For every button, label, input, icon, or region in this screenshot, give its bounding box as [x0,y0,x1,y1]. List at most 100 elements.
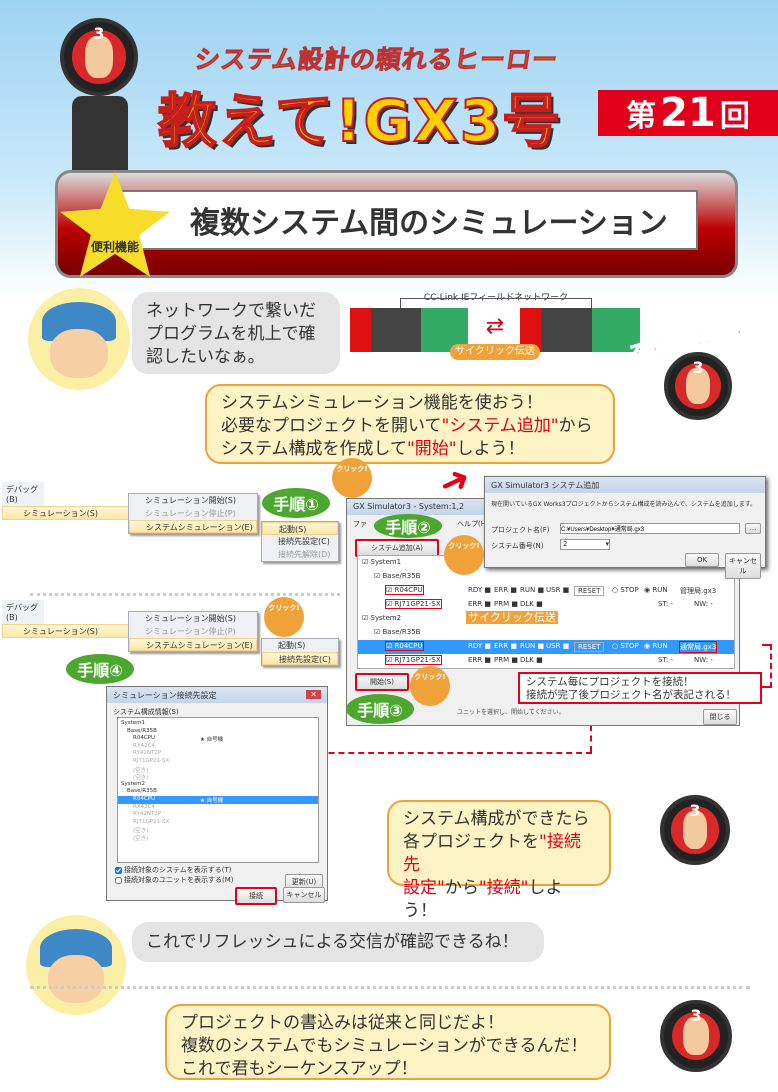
tree-row[interactable]: (空き) [118,766,318,774]
tree-row[interactable]: (空き) [118,834,318,842]
tree-label: R04CPU [133,796,156,802]
step-2-label: 手順② [374,514,442,538]
plc-rack-2 [520,308,640,352]
checkbox[interactable] [115,866,122,874]
browse-button[interactable]: ... [745,523,761,534]
led-indicator: RDY ■ [468,642,491,650]
tree-label: RY42NT2P [133,750,162,757]
tree-label: RJ71GP21-SX [133,818,170,825]
tree-label: (空き) [133,775,149,782]
menu-item-disconnect: 接続先解除(D) [278,550,331,559]
connect-button[interactable]: 接続 [235,887,277,905]
tree-row[interactable]: Base/R35B [118,728,318,736]
close-icon[interactable]: ✕ [306,690,321,699]
tree-row[interactable]: RX42C4 [118,804,318,812]
answer-bubble-1: システムシミュレーション機能を使おう！ 必要なプロジェクトを開いて"システム追加… [205,384,615,464]
tree-row[interactable]: RY42NT2P [118,811,318,819]
answer-line: システム構成を作成して"開始"しよう！ [221,438,599,461]
tree-row[interactable]: RY42NT2P [118,750,318,758]
tree-row[interactable]: R04CPU★ 自号機 [118,735,318,743]
led-indicator: USR ■ [546,586,570,594]
tree-label: ☑ RJ71GP21-SX [385,655,442,665]
system-number-select[interactable]: 2▾ [560,539,610,550]
click-mouse-icon: クリック! [444,535,484,575]
tree-row[interactable]: ☑ Base/R35B [358,570,734,584]
checkbox[interactable] [115,876,122,884]
tree-row[interactable]: System2 [118,781,318,789]
menu-item-simulation[interactable]: シミュレーション(S) [2,506,130,520]
tree-label: (空き) [133,767,149,774]
divider [30,986,750,989]
tree-row[interactable]: RJ71GP21-SX [118,758,318,766]
tree-label: R04CPU [133,735,156,742]
checkbox-label: 接続対象のユニットを表示する(M) [124,876,234,884]
run-radio[interactable]: ◉ RUN [644,586,668,594]
menu-item-simulation[interactable]: シミュレーション(S) [2,624,130,638]
hint-text: ユニットを選択し、開始してください。 [457,709,565,716]
tree-label: RX42C4 [133,742,155,749]
menu-item-sim-start[interactable]: シミュレーション開始(S) [145,496,236,505]
run-radio[interactable]: ◉ RUN [644,642,668,650]
kid-speech-bubble-2: これでリフレッシュによる交信が確認できるね！ [132,922,544,962]
tree-label: ☑ Base/R35B [374,628,421,636]
project-label: プロジェクト名(F) [491,526,550,534]
answer-line: 複数のシステムでもシミュレーションができるんだ！ [181,1036,588,1056]
tree-row[interactable]: Base/R35B [118,788,318,796]
menu-item-connect-setting[interactable]: 接続先設定(C) [262,652,338,665]
happy-kid-avatar [26,915,126,1015]
menu-file[interactable]: ファ [353,520,367,528]
tree-label: Base/R35B [127,727,157,734]
reset-button[interactable]: RESET [574,586,605,596]
tree-row[interactable]: RX42C4 [118,743,318,751]
project-name-input[interactable] [560,523,740,534]
cancel-button[interactable]: キャンセル [283,887,325,903]
show-units-checkbox[interactable]: 接続対象のユニットを表示する(M) [115,875,234,885]
reset-button[interactable]: RESET [574,642,605,652]
system-sim-submenu-1: 起動(S) 接続先設定(C) 接続先解除(D) [261,521,339,562]
stop-radio[interactable]: ○ STOP [612,642,639,650]
tree-row[interactable]: ☑ Base/R35B [358,626,734,640]
hero-avatar: 3 [664,352,732,420]
tree-label: ☑ R04CPU [385,641,424,651]
led-indicator: ERR ■ [468,656,491,664]
dashed-connector [762,644,772,688]
series-subtitle: システム設計の頼れるヒーロー [192,45,561,75]
ok-button[interactable]: OK [685,553,719,567]
answer-line: 必要なプロジェクトを開いて"システム追加"から [221,415,599,438]
tree-row[interactable]: R04CPU★ 自号機 [118,796,318,804]
close-button[interactable]: 閉じる [703,709,737,725]
chevron-down-icon: ▾ [605,540,609,548]
menu-item-connect-setting[interactable]: 接続先設定(C) [278,537,330,546]
stop-radio[interactable]: ○ STOP [612,586,639,594]
tree-row[interactable]: (空き) [118,773,318,781]
dashed-connector [590,704,592,752]
led-indicator: DLK ■ [520,600,543,608]
show-systems-checkbox[interactable]: 接続対象のシステムを表示する(T) [115,865,232,875]
start-button[interactable]: 開始(S) [355,673,409,691]
cyclic-label: サイクリック伝送 [450,344,540,360]
tree-row[interactable]: (空き) [118,826,318,834]
menu-item-sim-start[interactable]: シミュレーション開始(S) [145,614,236,623]
tree-row[interactable]: RJ71GP21-SX [118,819,318,827]
tree-label: System2 [121,780,146,787]
menu-item-system-sim[interactable]: システムシミュレーション(E) [129,520,257,533]
menu-help[interactable]: ヘルプ(H) [457,520,489,528]
tree-row[interactable]: ☑ System2 [358,612,734,626]
menu-item-system-sim[interactable]: システムシミュレーション(E) [129,638,257,651]
text: から [444,878,479,898]
debug-menu[interactable]: デバッグ(B) [2,600,44,624]
connection-note: システム毎にプロジェクトを接続！ 接続が完了後プロジェクト名が表記される！ [518,672,762,704]
tree-row[interactable]: ☑ System1 [358,556,734,570]
menu-item-launch[interactable]: 起動(S) [262,522,338,535]
menu-item-launch[interactable]: 起動(S) [278,641,306,650]
tree-label: System1 [121,720,146,726]
step-3-label: 手順③ [346,694,414,724]
cancel-button[interactable]: キャンセル [725,553,761,579]
tree-row[interactable]: System1 [118,720,318,728]
debug-menu[interactable]: デバッグ(B) [2,482,44,506]
text: システム構成を作成して [221,439,407,459]
